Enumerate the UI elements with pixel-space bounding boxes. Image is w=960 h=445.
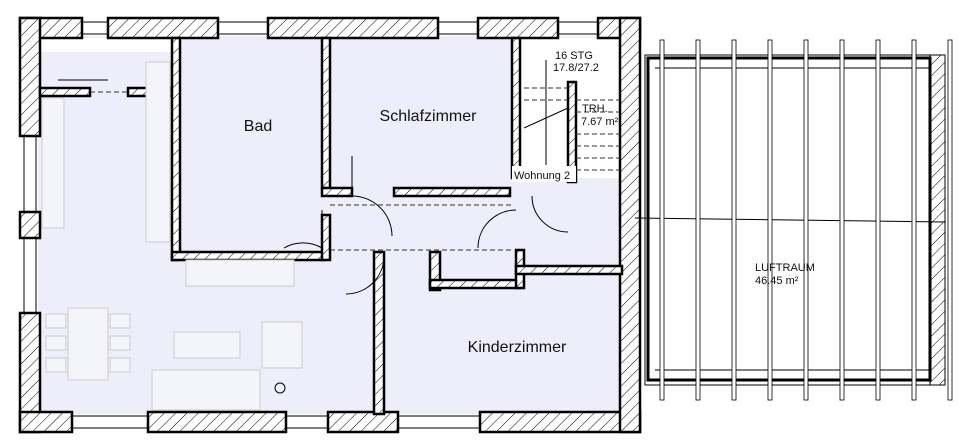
room-label-kinderzimmer: Kinderzimmer xyxy=(468,339,567,356)
staircase xyxy=(523,60,620,171)
vestibule-top xyxy=(40,38,172,52)
stair-ratio: 17.8/27.2 xyxy=(553,62,599,74)
outer-walls xyxy=(18,16,642,434)
ceiling-light-icon xyxy=(274,382,286,394)
rafter xyxy=(767,39,773,401)
luftraum-area: 46.45 m² xyxy=(755,275,799,287)
rafter xyxy=(911,39,917,401)
room-label-bad: Bad xyxy=(244,118,272,135)
luftraum: LUFTRAUM 46.45 m² xyxy=(634,39,953,401)
stair-steps: 16 STG xyxy=(555,50,593,62)
label-wohnung: Wohnung 2 xyxy=(514,170,570,182)
rafter xyxy=(659,39,665,401)
doors xyxy=(90,91,569,295)
stair-label: TRH. xyxy=(582,103,608,115)
rafter xyxy=(875,39,881,401)
rafter xyxy=(731,39,737,401)
rafter xyxy=(695,39,701,401)
rafter xyxy=(947,39,953,401)
luftraum-label: LUFTRAUM xyxy=(755,262,815,274)
furniture xyxy=(41,61,303,411)
rafter xyxy=(839,39,845,401)
room-label-schlafzimmer: Schlafzimmer xyxy=(380,108,478,125)
stair-area: 7.67 m² xyxy=(581,116,619,128)
rafter xyxy=(803,39,809,401)
